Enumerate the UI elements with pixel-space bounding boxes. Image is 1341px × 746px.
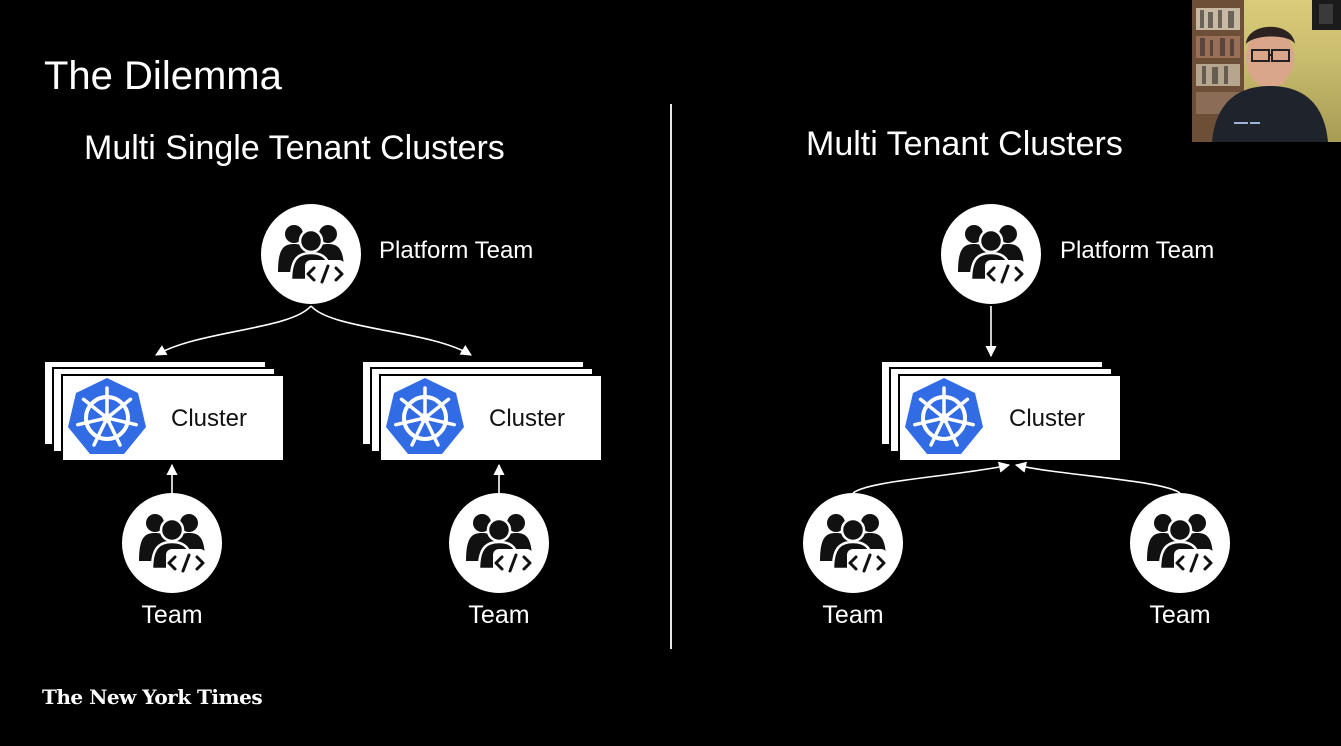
cluster-label: Cluster	[489, 405, 566, 432]
arrow-platform-to-cluster-a	[155, 305, 312, 356]
platform-team-icon	[939, 202, 1043, 306]
team-b-icon	[447, 491, 551, 595]
cluster-label: Cluster	[1009, 405, 1086, 432]
presenter-webcam	[1192, 0, 1341, 142]
platform-team-label: Platform Team	[1060, 237, 1215, 264]
presenter-video-frame	[1192, 0, 1341, 142]
team-label: Team	[468, 601, 530, 629]
right-heading: Multi Tenant Clusters	[806, 125, 1123, 163]
team-a-icon	[120, 491, 224, 595]
platform-team-label: Platform Team	[379, 237, 534, 264]
arrow-team-b-to-shared-cluster	[1014, 461, 1181, 494]
slide-title: The Dilemma	[44, 54, 282, 98]
team-label: Team	[822, 601, 884, 629]
cluster-label: Cluster	[171, 405, 248, 432]
nyt-logo: The New York Times	[42, 685, 263, 709]
team-label: Team	[1149, 601, 1211, 629]
left-heading: Multi Single Tenant Clusters	[84, 129, 505, 167]
arrow-team-a-to-shared-cluster	[852, 461, 1011, 494]
platform-team-icon	[259, 202, 363, 306]
arrow-platform-to-cluster-b	[310, 305, 472, 356]
divider	[670, 104, 672, 649]
team-label: Team	[141, 601, 203, 629]
team-b-icon	[1128, 491, 1232, 595]
team-a-icon	[801, 491, 905, 595]
